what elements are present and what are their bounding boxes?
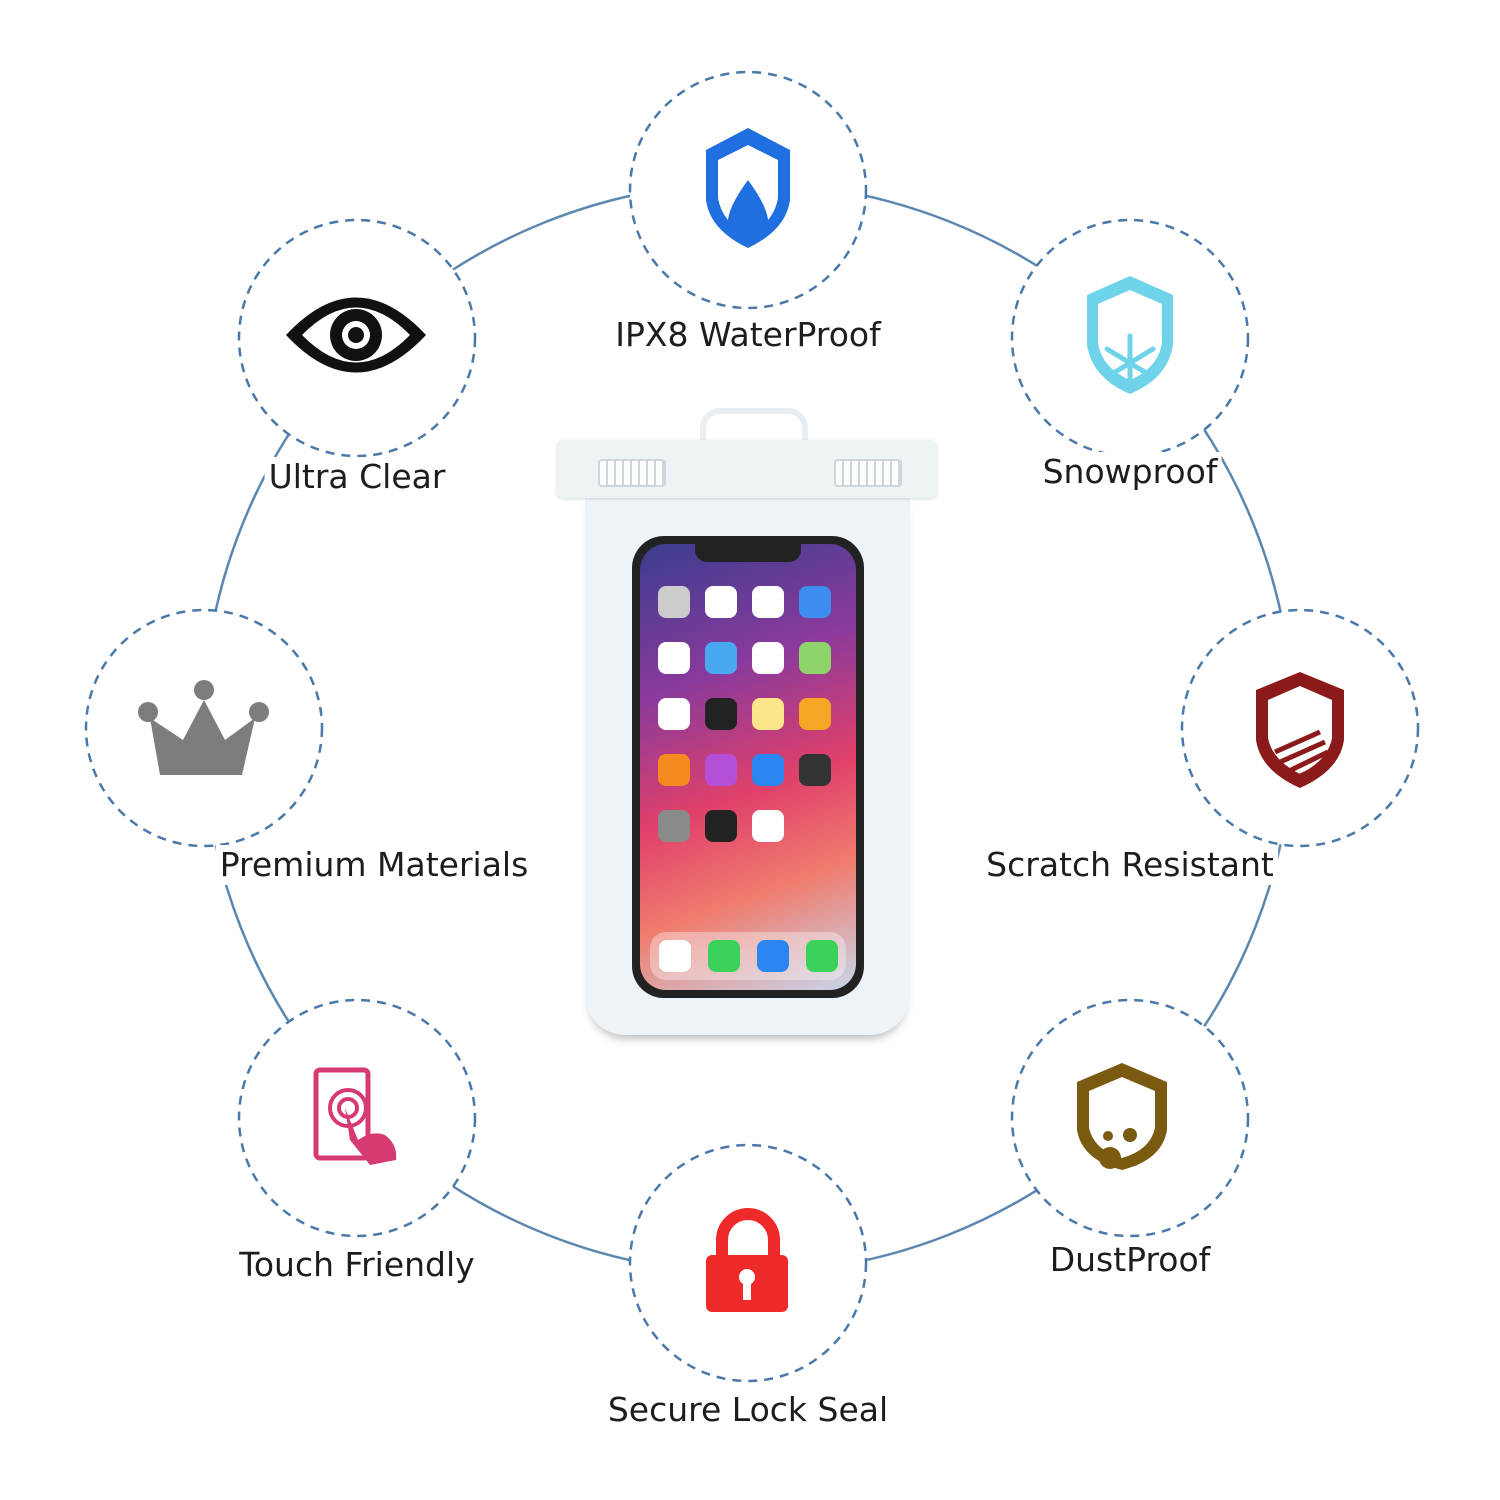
phone-screen <box>640 544 856 990</box>
shield-water-drop-icon <box>706 128 790 248</box>
label-scratch: Scratch Resistant <box>982 845 1278 885</box>
label-touch: Touch Friendly <box>235 1245 479 1285</box>
padlock-icon <box>706 1208 788 1312</box>
label-waterproof: IPX8 WaterProof <box>611 315 885 355</box>
label-premium: Premium Materials <box>215 845 533 885</box>
lanyard-loop <box>700 408 808 454</box>
touch-phone-icon <box>313 1067 397 1165</box>
label-snowproof: Snowproof <box>1038 452 1222 492</box>
eye-icon <box>286 297 426 373</box>
crown-icon <box>138 680 269 775</box>
buckle-left <box>598 459 666 487</box>
app-grid <box>658 586 831 842</box>
shield-dust-icon <box>1077 1063 1167 1170</box>
label-clear: Ultra Clear <box>264 457 450 497</box>
label-dustproof: DustProof <box>1045 1240 1215 1280</box>
label-lock: Secure Lock Seal <box>603 1390 893 1430</box>
phone <box>632 536 864 998</box>
phone-dock <box>650 932 846 980</box>
shield-snowflake-icon <box>1087 276 1173 394</box>
circle-touch <box>237 998 477 1238</box>
shield-scratch-icon <box>1256 672 1344 788</box>
buckle-right <box>834 459 902 487</box>
